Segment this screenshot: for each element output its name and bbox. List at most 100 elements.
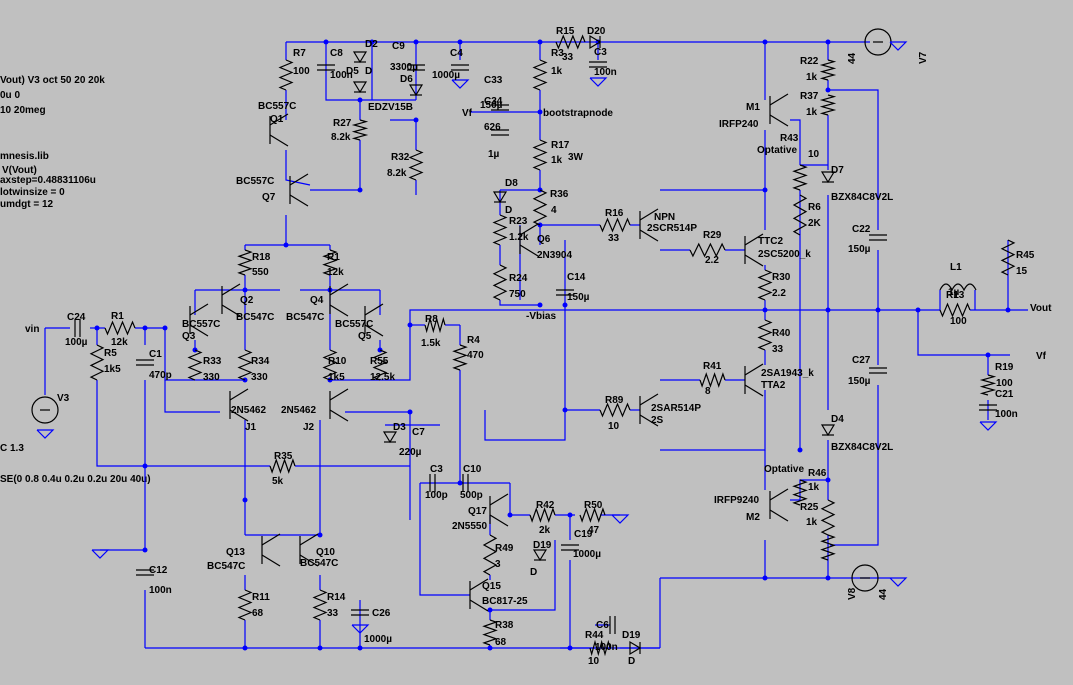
r32-ref: R32 [391, 152, 410, 163]
r11-val: 33 [327, 608, 339, 619]
ground-symbol [611, 514, 630, 524]
c7-ref: C7 [412, 427, 425, 438]
r89-val: 100 [950, 316, 967, 327]
components [31, 28, 1016, 657]
inductor-symbol [939, 283, 977, 292]
r24-val: 750 [509, 289, 526, 300]
transistor-symbol [269, 113, 289, 126]
j2-ref: J2 [303, 422, 315, 433]
ttc2-ref: TTC2 [758, 236, 783, 247]
c3b-val: 100n [594, 67, 617, 78]
voltage-source-v8 [851, 564, 879, 592]
c3-val: 100p [425, 490, 448, 501]
c26-ref: C26 [372, 608, 391, 619]
transistor-symbol [329, 409, 349, 422]
diode-symbol [629, 640, 642, 656]
r12-val: 33 [772, 344, 784, 355]
diode-symbol [492, 191, 508, 204]
vbias-label: -Vbias [526, 311, 556, 322]
transistor-symbol [189, 303, 209, 316]
d19-ref: D19 [622, 630, 641, 641]
vf2-label: Vf [1036, 351, 1047, 362]
transistor-symbol [299, 554, 319, 567]
j1-ref: J1 [245, 422, 257, 433]
junctions [94, 39, 1011, 651]
spice-line: Vout) V3 oct 50 20 20k [0, 75, 105, 86]
resistor-symbol [599, 402, 631, 418]
r23-val: 1.2k [509, 232, 529, 243]
r8-ref: R4 [467, 335, 480, 346]
transistor-symbol [489, 493, 509, 506]
r17-ref: R17 [551, 140, 570, 151]
r27-ref: R27 [333, 118, 352, 129]
resistor-symbol [237, 249, 253, 276]
r34-ref: R10 [328, 356, 347, 367]
c26-val: 1µ [488, 149, 500, 160]
resistor-symbol [792, 164, 808, 191]
c26-val2: 1000µ [364, 634, 392, 645]
r32-val: 8.2k [387, 168, 407, 179]
resistor-symbol [532, 189, 548, 226]
resistor-symbol [237, 349, 253, 381]
r40-val: 10 [608, 421, 620, 432]
wires [44, 41, 1028, 649]
transistor-symbol [744, 233, 764, 246]
r44-val: 1k [808, 482, 820, 493]
transistor-symbol [744, 363, 764, 376]
transistor-symbol [289, 173, 309, 186]
r45-ref: R19 [995, 362, 1014, 373]
r11-ref: R14 [327, 592, 346, 603]
d5-ref: D5 [346, 66, 359, 77]
r55-val: 1.5k [421, 338, 441, 349]
d8-val: D [505, 205, 512, 216]
r34-val: 1k5 [328, 372, 345, 383]
r4-ref: R35 [274, 451, 293, 462]
transistor-symbol [329, 388, 349, 401]
resistor-symbol [579, 507, 606, 523]
transistor-symbol [221, 304, 241, 317]
r49-val: 68 [495, 637, 507, 648]
v8-val: 44 [878, 588, 889, 600]
l1-ref: L1 [950, 262, 962, 273]
d1-ref: D3 [393, 422, 406, 433]
c1-val: 470p [149, 370, 172, 381]
resistor-symbol [689, 242, 726, 258]
q7-model: BC557C [236, 176, 274, 187]
r41-val: 15 [1016, 266, 1028, 277]
transistor-symbol [769, 93, 789, 106]
r18-ref: R1 [111, 311, 124, 322]
diode-symbol [820, 424, 836, 437]
optative2-label: Optative [764, 464, 804, 475]
r3-ref: R3 [551, 48, 564, 59]
r15-ref: R15 [556, 26, 575, 37]
spice-directives: Vout) V3 oct 50 20 20k 0u 0 10 20meg mne… [0, 75, 151, 485]
resistor-symbol [492, 214, 508, 246]
q1-ref: Q1 [270, 114, 284, 125]
c34-ref: C34 [484, 96, 503, 107]
r7-val: 100 [293, 66, 310, 77]
diode-symbol [589, 34, 602, 50]
r42-val: 47 [588, 525, 600, 536]
resistor-symbol [482, 534, 498, 576]
transistor-symbol [289, 194, 309, 207]
transistor-symbol [189, 324, 209, 337]
resistor-symbol [820, 534, 836, 561]
c7-val: 220µ [399, 447, 422, 458]
d2-ref: D2 [365, 39, 378, 50]
d4-val: BZX84C8V2L [831, 442, 893, 453]
d8-ref: D8 [505, 178, 518, 189]
bootstrap-label: bootstrapnode [543, 108, 613, 119]
resistor-symbol [792, 479, 808, 506]
q17-ref: Q17 [468, 506, 487, 517]
resistor-symbol [599, 217, 631, 233]
d6-ref: D6 [400, 74, 413, 85]
resistor-symbol [452, 344, 468, 371]
labels: R7 100 C8 100n D2 D5 D C9 3300µ D6 EDZV1… [25, 26, 1052, 667]
resistor-symbol [104, 320, 136, 336]
r27-val: 8.2k [331, 132, 351, 143]
r30-val: 8 [705, 386, 711, 397]
spice-line: axstep=0.48831106u [0, 175, 96, 186]
r8-val: 470 [467, 350, 484, 361]
spice-line: V(Vout) [2, 165, 37, 176]
2s-model: 2SAR514P [651, 403, 701, 414]
